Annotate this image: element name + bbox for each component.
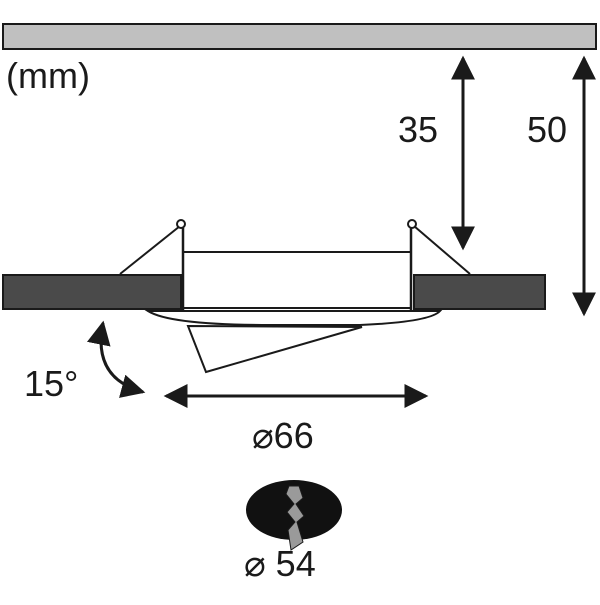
tilt-angle-label: 15° <box>24 363 79 404</box>
diameter-label: ⌀66 <box>252 415 314 456</box>
cutout-symbol <box>246 480 342 551</box>
unit-label: (mm) <box>6 55 90 96</box>
light-fixture <box>119 219 471 374</box>
ceiling-panel <box>2 23 597 50</box>
total-height-label: 50 <box>527 109 568 150</box>
cutout-label: ⌀ 54 <box>244 543 316 584</box>
left-ceiling-board <box>2 274 182 310</box>
tilt-angle-arrow <box>87 320 146 398</box>
depth-label: 35 <box>398 109 439 150</box>
right-ceiling-board <box>413 274 546 310</box>
